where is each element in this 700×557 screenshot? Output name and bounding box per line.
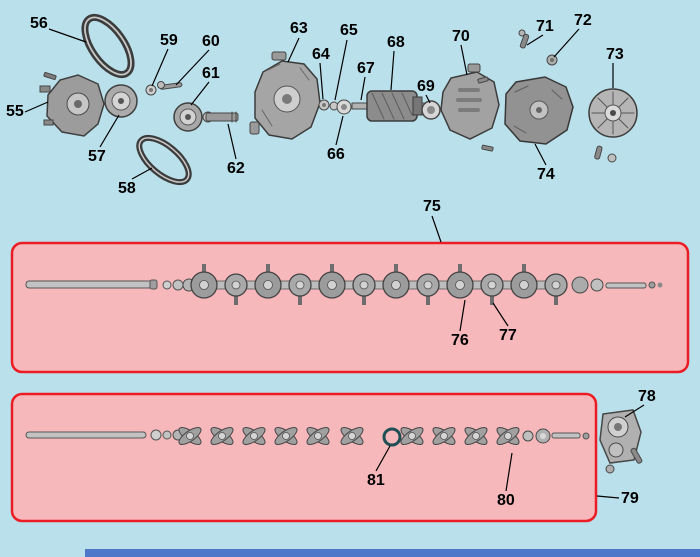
callout-57: 57 xyxy=(88,148,106,165)
callout-66: 66 xyxy=(327,146,345,163)
leader-line-77 xyxy=(492,302,509,327)
callout-71: 71 xyxy=(536,18,554,35)
callout-74: 74 xyxy=(537,166,555,183)
callout-67: 67 xyxy=(357,60,375,77)
washer-64 xyxy=(318,99,330,111)
leader-line-69 xyxy=(425,94,431,104)
water-pump-body xyxy=(39,74,105,137)
camshaft-panel xyxy=(10,392,598,523)
small-screw-b xyxy=(481,144,494,152)
pulley-61 xyxy=(173,102,203,132)
leader-line-72 xyxy=(553,28,580,58)
rear-cover-74 xyxy=(504,76,574,145)
bottom-edge-bar xyxy=(85,549,700,557)
pulley-57 xyxy=(104,84,138,118)
camshaft-assembly xyxy=(25,423,590,449)
callout-81: 81 xyxy=(367,472,385,489)
leader-line-56 xyxy=(48,28,87,43)
washer-59 xyxy=(145,84,157,96)
crankshaft-assembly xyxy=(25,264,663,305)
leader-line-70 xyxy=(460,44,468,76)
leader-line-64 xyxy=(319,62,324,100)
callout-55: 55 xyxy=(6,103,24,120)
leader-line-67 xyxy=(360,76,366,101)
callout-58: 58 xyxy=(118,180,136,197)
bearing-69 xyxy=(421,100,441,120)
callout-79: 79 xyxy=(621,490,639,507)
drive-belt-upper xyxy=(81,13,135,79)
leader-line-68 xyxy=(390,50,395,91)
leader-line-58 xyxy=(131,167,153,180)
leader-line-59 xyxy=(151,48,169,87)
callout-78: 78 xyxy=(638,388,656,405)
callout-73: 73 xyxy=(606,46,624,63)
leader-line-76 xyxy=(459,299,466,332)
callout-75: 75 xyxy=(423,198,441,215)
callout-64: 64 xyxy=(312,46,330,63)
leader-line-66 xyxy=(335,115,344,146)
callout-69: 69 xyxy=(417,78,435,95)
callout-60: 60 xyxy=(202,33,220,50)
callout-65: 65 xyxy=(340,22,358,39)
callout-77: 77 xyxy=(499,327,517,344)
callout-80: 80 xyxy=(497,492,515,509)
fan-pulley-73 xyxy=(588,88,638,138)
callout-70: 70 xyxy=(452,28,470,45)
leader-line-65 xyxy=(334,39,348,101)
leader-line-71 xyxy=(526,34,544,46)
callout-68: 68 xyxy=(387,34,405,51)
rear-housing-70 xyxy=(440,63,500,140)
leader-line-63 xyxy=(287,37,300,63)
crankshaft-panel xyxy=(10,241,690,374)
leader-line-62 xyxy=(227,123,237,160)
callout-62: 62 xyxy=(227,160,245,177)
shaft-62 xyxy=(202,111,239,123)
small-screw-a xyxy=(477,76,489,84)
rotor-67-68 xyxy=(351,90,431,122)
callout-61: 61 xyxy=(202,65,220,82)
leader-line-74 xyxy=(534,143,547,166)
leader-line-75 xyxy=(431,215,442,243)
callout-56: 56 xyxy=(30,15,48,32)
callout-76: 76 xyxy=(451,332,469,349)
leader-line-78 xyxy=(624,404,645,418)
callout-72: 72 xyxy=(574,12,592,29)
bearing-66 xyxy=(336,99,352,115)
screw-71 xyxy=(518,29,530,49)
drive-belt-lower xyxy=(136,134,192,186)
leader-line-79 xyxy=(596,495,620,499)
leader-line-81 xyxy=(375,445,391,472)
leader-line-61 xyxy=(190,81,210,106)
pulley-bolt xyxy=(594,145,617,163)
callout-59: 59 xyxy=(160,32,178,49)
seal-ring-81 xyxy=(382,427,402,447)
leader-line-60 xyxy=(175,49,210,86)
leader-line-55 xyxy=(24,101,49,113)
callout-63: 63 xyxy=(290,20,308,37)
leader-line-57 xyxy=(99,114,120,148)
front-housing-63 xyxy=(249,51,321,140)
pump-bolt xyxy=(43,72,57,80)
bracket-78 xyxy=(599,409,643,474)
leader-line-80 xyxy=(505,452,513,492)
nut-72 xyxy=(546,54,558,66)
